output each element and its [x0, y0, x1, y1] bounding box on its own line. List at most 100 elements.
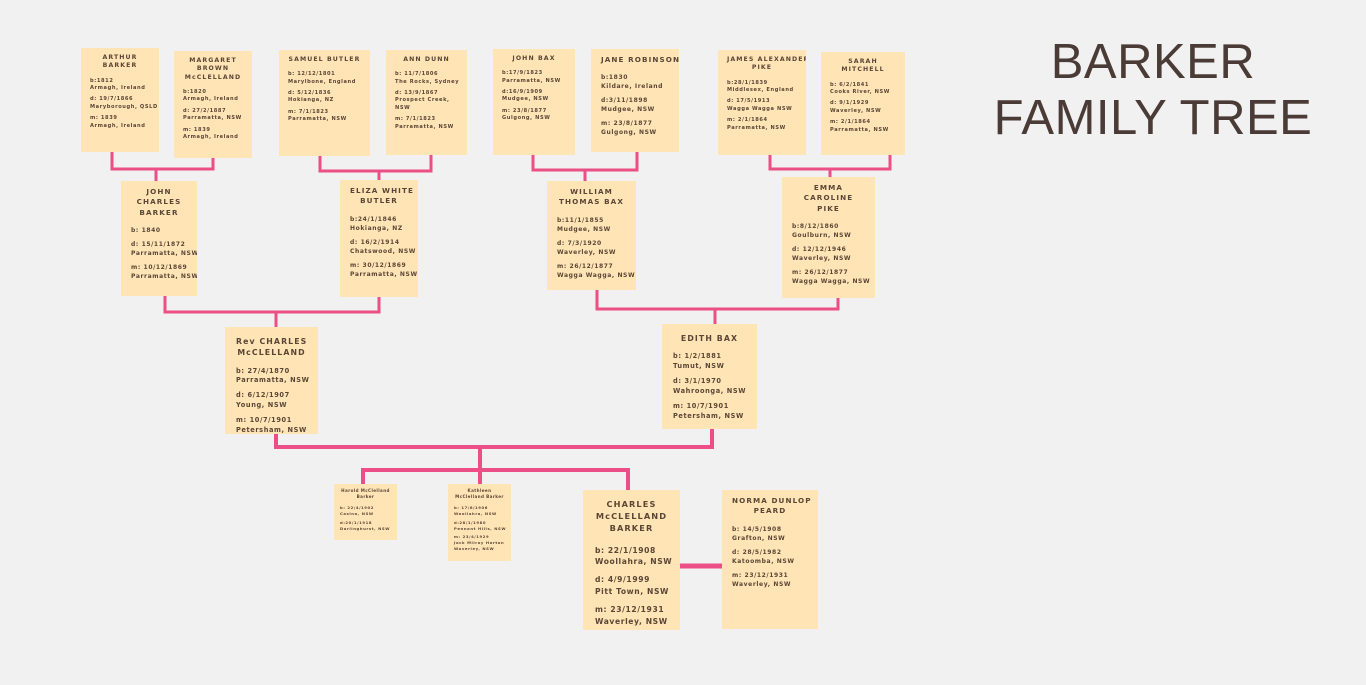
detail-line: m: 1839: [90, 115, 118, 122]
name-line: ELIZA WHITE: [350, 186, 414, 195]
detail-line: Katoomba, NSW: [732, 557, 795, 565]
name-line: PIKE: [817, 203, 840, 213]
detail-line: m: 23/8/1877: [502, 107, 547, 114]
detail-line: Jack Milroy Horton: [454, 539, 505, 545]
detail-line: d: 13/9/1867: [395, 90, 439, 97]
detail-line: d: 5/12/1836: [288, 90, 332, 97]
detail-line: Parramatta, NSW: [131, 250, 197, 258]
detail-line: m: 2/1/1864: [727, 117, 768, 124]
detail-line: d: 16/2/1914: [350, 238, 400, 246]
detail-line: Wagga Wagga NSW: [727, 105, 793, 112]
detail-line: d: 15/11/1872: [131, 241, 186, 249]
detail-line: Parramatta, NSW: [236, 376, 310, 385]
name-line: EMMA: [813, 183, 844, 192]
name-line: Rev CHARLES: [236, 337, 308, 346]
name-line: MITCHELL: [841, 66, 885, 74]
detail-line: Waverley, NSW: [830, 107, 882, 114]
name-line: BROWN: [196, 65, 230, 73]
detail-line: Mudgee, NSW: [502, 96, 549, 103]
name-line: CHARLES: [606, 499, 657, 509]
detail-line: b:28/1/1839: [727, 79, 768, 86]
detail-line: b:11/1/1855: [557, 216, 604, 224]
detail-line: d:3/11/1898: [601, 97, 648, 105]
name-line: JOHN BAX: [512, 55, 556, 62]
detail-line: m: 26/12/1877: [557, 262, 614, 270]
name-line: EDITH BAX: [680, 334, 739, 343]
person-name: ANN DUNN: [395, 56, 458, 64]
detail-line: Parramatta, NSW: [183, 115, 242, 122]
detail-line: Woollahra, NSW: [595, 557, 673, 567]
detail-line: m: 1839: [183, 126, 211, 133]
detail-line: Petersham, NSW: [236, 426, 307, 434]
detail-line: Wagga Wagga, NSW: [792, 278, 871, 286]
detail-line: Young, NSW: [236, 401, 288, 410]
detail-line: Mudgee, NSW: [601, 106, 655, 114]
detail-line: b:1830: [601, 74, 628, 82]
detail-line: m: 23/8/1877: [601, 120, 653, 128]
detail-line: d:16/9/1909: [502, 89, 543, 96]
name-line: BUTLER: [360, 196, 398, 206]
detail-line: b:17/9/1823: [502, 70, 543, 77]
detail-line: d:20/1/1918: [340, 519, 373, 525]
detail-line: d: 6/12/1907: [236, 391, 290, 400]
person-name: Rev CHARLES McCLELLAND: [236, 336, 307, 359]
name-line: Kathleen: [467, 488, 492, 493]
detail-line: Middlesex, England: [727, 87, 794, 94]
detail-line: Chatswood, NSW: [350, 247, 416, 255]
detail-line: Parramatta, NSW: [131, 273, 197, 281]
detail-line: d: 12/12/1946: [792, 246, 847, 254]
detail-line: m: 23/12/1931: [595, 604, 665, 614]
name-line: McCLELLAND: [237, 348, 306, 358]
name-line: McCLELLAND: [595, 510, 668, 521]
detail-line: Armagh, Ireland: [183, 96, 239, 103]
detail-line: b:24/1/1846: [350, 215, 397, 223]
detail-line: Parramatta, NSW: [727, 124, 786, 131]
detail-line: m: 10/7/1901: [673, 401, 729, 410]
name-line: NORMA DUNLOP: [732, 496, 812, 505]
name-line: McCLELLAND: [184, 73, 242, 81]
detail-line: Waverley, NSW: [732, 580, 792, 588]
detail-line: d: 27/2/1887: [183, 107, 227, 114]
detail-line: NSW: [395, 104, 411, 111]
detail-line: Armagh, Ireland: [90, 122, 146, 129]
detail-line: b: 22/4/1902: [340, 505, 375, 511]
detail-line: Mudgee, NSW: [557, 225, 611, 233]
name-line: PIKE: [751, 64, 773, 72]
detail-line: d:28/1/1980: [454, 519, 487, 525]
name-line: WILLIAM: [570, 187, 613, 196]
detail-line: Petersham, NSW: [673, 411, 744, 420]
name-line: MARGARET: [189, 57, 237, 64]
name-line: ARTHUR: [102, 54, 138, 61]
name-line: JOHN: [146, 187, 172, 196]
detail-line: Gulgong, NSW: [601, 129, 657, 137]
name-line: SAMUEL BUTLER: [288, 56, 361, 63]
detail-line: Pennant Hills, NSW: [454, 525, 507, 531]
detail-line: m: 23/4/1929: [454, 534, 490, 540]
name-line: Harold McClelland: [341, 488, 390, 493]
detail-line: Gulgong, NSW: [502, 115, 551, 122]
name-line: ANN DUNN: [403, 56, 450, 63]
